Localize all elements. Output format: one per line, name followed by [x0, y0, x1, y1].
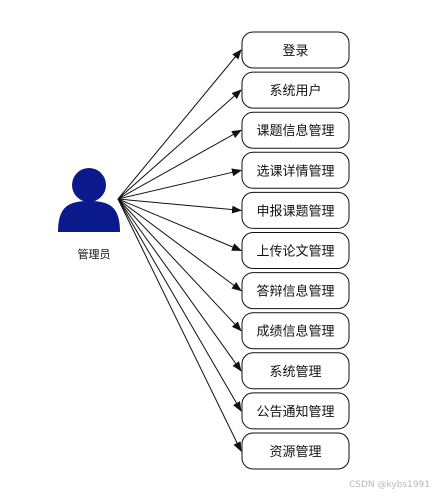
use-case-box: [241, 312, 350, 350]
use-case-box: [241, 31, 350, 69]
use-case-label: 上传论文管理: [256, 245, 334, 260]
association-arrow-course-selection: [117, 168, 242, 200]
use-case-system-users: 系统用户: [241, 71, 350, 109]
association-arrow-login: [117, 49, 242, 200]
use-case-topic-info: 课题信息管理: [241, 111, 350, 149]
association-arrow-notice: [117, 198, 242, 412]
use-case-system-management: 系统管理: [241, 352, 350, 390]
use-case-label: 系统管理: [269, 365, 321, 380]
actor-admin: 管理员: [58, 168, 120, 261]
use-case-topic-application: 申报课题管理: [241, 191, 350, 229]
use-case-box: [241, 151, 350, 189]
association-arrow-system-management: [117, 198, 242, 372]
use-case-label: 系统用户: [269, 83, 321, 99]
association-arrow-system-users: [117, 89, 242, 200]
use-case-label: 选课详情管理: [256, 164, 334, 179]
association-arrow-resources: [117, 198, 242, 452]
use-case-list: 登录系统用户课题信息管理选课详情管理申报课题管理上传论文管理答辩信息管理成绩信息…: [241, 31, 350, 470]
use-case-label: 登录: [282, 44, 308, 59]
use-case-label: 课题信息管理: [256, 123, 334, 139]
actor-label: 管理员: [78, 247, 111, 261]
association-arrow-paper-upload: [117, 198, 242, 251]
association-arrow-grade-info: [117, 198, 242, 332]
use-case-box: [241, 352, 350, 390]
use-case-label: 答辩信息管理: [256, 284, 334, 300]
use-case-box: [241, 71, 350, 109]
use-case-box: [241, 191, 350, 229]
association-arrows: [117, 49, 242, 452]
use-case-label: 成绩信息管理: [256, 324, 334, 340]
use-case-box: [241, 272, 350, 310]
use-case-defense-info: 答辩信息管理: [241, 272, 350, 310]
use-case-box: [241, 432, 350, 470]
use-case-grade-info: 成绩信息管理: [241, 312, 350, 350]
use-case-label: 公告通知管理: [256, 404, 334, 420]
use-case-box: [241, 232, 350, 269]
use-case-paper-upload: 上传论文管理: [241, 232, 350, 269]
use-case-label: 申报课题管理: [256, 204, 334, 219]
use-case-resources: 资源管理: [241, 432, 350, 470]
association-arrow-topic-info: [117, 129, 242, 200]
use-case-notice: 公告通知管理: [241, 392, 350, 430]
user-icon: [58, 168, 120, 232]
association-arrow-topic-application: [117, 198, 242, 214]
use-case-login: 登录: [241, 31, 350, 69]
use-case-label: 资源管理: [269, 445, 321, 460]
use-case-box: [241, 111, 350, 149]
use-case-course-selection: 选课详情管理: [241, 151, 350, 189]
watermark: CSDN @kybs1991: [348, 480, 430, 490]
association-arrow-defense-info: [117, 198, 242, 292]
use-case-box: [241, 392, 350, 430]
